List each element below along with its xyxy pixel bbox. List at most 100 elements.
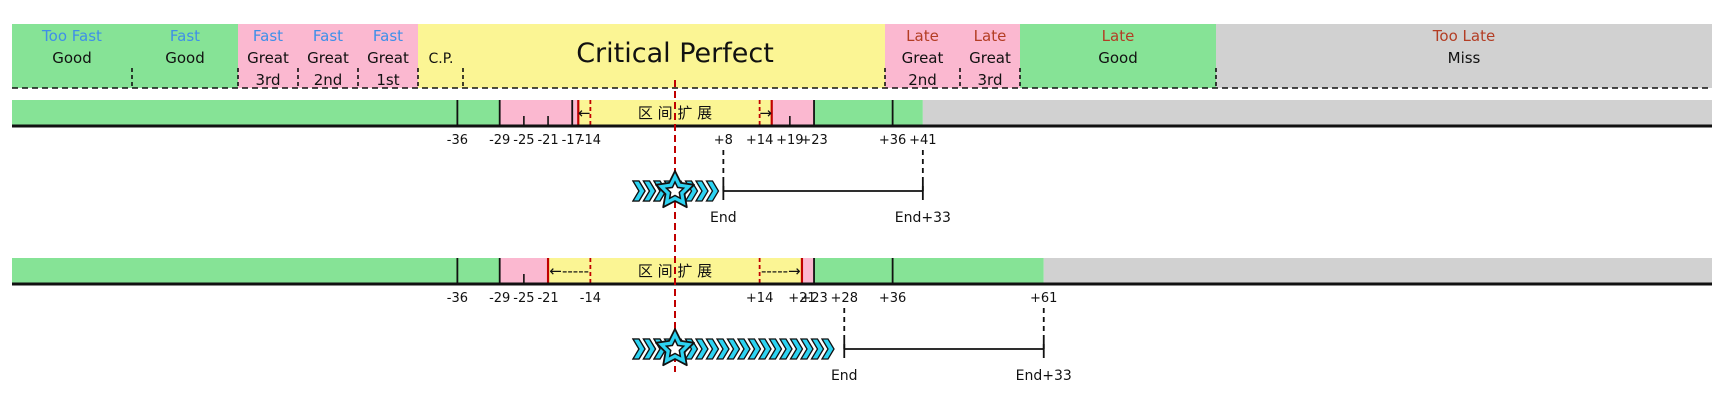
header-zone-sub: 3rd [978, 71, 1003, 89]
header-zone-timing: Fast [373, 27, 403, 45]
tick-label: +36 [879, 291, 906, 306]
header-zone-timing: Late [906, 27, 939, 45]
slide-chevron [705, 180, 720, 202]
end-plus-label: End+33 [895, 210, 951, 226]
header-zone-5 [358, 24, 418, 88]
extend-right-arrow: → [759, 104, 772, 122]
bar-good-late [814, 100, 923, 126]
slide-chevron [820, 338, 835, 360]
slide-chevron [747, 338, 762, 360]
header-zone-label: Great [969, 49, 1011, 67]
slide-chevron [705, 338, 720, 360]
header-zone-label: Great [902, 49, 944, 67]
slide-chevron [736, 338, 751, 360]
header-zone-label: Good [165, 49, 205, 67]
tick-label: -36 [447, 291, 468, 306]
bar-great-fast [499, 100, 579, 126]
extend-left-arrow: ←----- [549, 262, 589, 280]
header-zone-2 [132, 24, 238, 88]
tick-label: +8 [714, 133, 733, 148]
tick-label: +41 [909, 133, 936, 148]
tick-label: +61 [1030, 291, 1057, 306]
bar-great-late [771, 100, 815, 126]
slide-chevron [789, 338, 804, 360]
tick-label: +14 [746, 133, 773, 148]
header-zone-label: Great [247, 49, 289, 67]
slide-chevron [642, 338, 657, 360]
slide-chevron [642, 180, 657, 202]
header-zone-timing: Fast [313, 27, 343, 45]
tick-label: +23 [800, 291, 827, 306]
slide-chevron [810, 338, 825, 360]
bar-good-fast [12, 258, 500, 284]
header-zone-label: C.P. [429, 51, 454, 67]
timing-row-2: ←----------→区 间 扩 展-36-29-25-21-14+14+21… [12, 258, 1712, 384]
bar-good-late [814, 258, 1044, 284]
slide-chevron [631, 180, 646, 202]
slide-star-inner [664, 180, 686, 200]
header-zone-8 [960, 24, 1020, 88]
header-zone-timing: Too Late [1432, 27, 1495, 45]
tick-label: +23 [800, 133, 827, 148]
critical-perfect-center-line [655, 80, 695, 372]
header-zone-7 [885, 24, 960, 88]
header-zone-timing: Fast [253, 27, 283, 45]
slide-chevron [778, 338, 793, 360]
slide-chevron [726, 338, 741, 360]
header-zone-sub: 2nd [314, 71, 343, 89]
slide-chevron [757, 338, 772, 360]
header-zone-label: Great [367, 49, 409, 67]
tick-label: -25 [513, 291, 534, 306]
bar-miss [1043, 258, 1712, 284]
slide-chevron [799, 338, 814, 360]
tick-label: -21 [537, 291, 558, 306]
header-zone-timing: Too Fast [41, 27, 102, 45]
tick-label: -29 [489, 133, 510, 148]
header-zone-sub: 2nd [908, 71, 937, 89]
slide-chevron [715, 338, 730, 360]
header-zone-label: Miss [1448, 49, 1481, 67]
slide-chevron [631, 338, 646, 360]
extend-left-arrow: ← [578, 104, 591, 122]
header-zone-label: Good [52, 49, 92, 67]
end-label: End [831, 368, 858, 384]
tick-label: +19 [776, 133, 803, 148]
header-zone-sub: 3rd [256, 71, 281, 89]
extend-right-arrow: -----→ [761, 262, 801, 280]
header-zone-sub: 1st [376, 71, 399, 89]
header-zone-4 [298, 24, 358, 88]
header-zone-label: Great [307, 49, 349, 67]
timing-row-1: ←→区 间 扩 展-36-29-25-21-17-14+8+14+19+23+3… [12, 100, 1712, 226]
header-zone-6 [418, 24, 885, 88]
header-zone-10 [1216, 24, 1712, 88]
bar-miss [922, 100, 1712, 126]
bar-great-late [801, 258, 815, 284]
tick-label: -36 [447, 133, 468, 148]
end-plus-label: End+33 [1016, 368, 1072, 384]
header-zone-timing: Late [974, 27, 1007, 45]
end-label: End [710, 210, 737, 226]
header-zone-label: Good [1098, 49, 1138, 67]
header-zone-timing: Late [1102, 27, 1135, 45]
header-title: Critical Perfect [576, 38, 774, 69]
header-zone-3 [238, 24, 298, 88]
header-zone-timing: Fast [170, 27, 200, 45]
header-zone-1 [12, 24, 132, 88]
tick-label: -25 [513, 133, 534, 148]
header-zone-9 [1020, 24, 1216, 88]
tick-label: -17 [562, 133, 583, 148]
slide-chevron [694, 180, 709, 202]
tick-label: -14 [580, 133, 601, 148]
tick-label: +28 [831, 291, 858, 306]
tick-label: -29 [489, 291, 510, 306]
tick-label: +14 [746, 291, 773, 306]
slide-chevron [694, 338, 709, 360]
slide-star-inner [664, 338, 686, 358]
slide-chevron [768, 338, 783, 360]
tick-label: -14 [580, 291, 601, 306]
tick-label: -21 [537, 133, 558, 148]
tick-label: +21 [788, 291, 815, 306]
bar-good-fast [12, 100, 500, 126]
